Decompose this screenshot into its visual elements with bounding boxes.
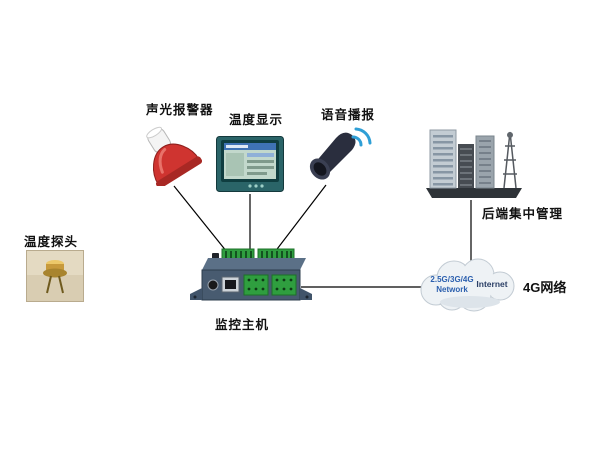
ethernet-port-icon [221, 276, 240, 293]
cloud-internet-text: Internet [476, 279, 507, 289]
host-label: 监控主机 [215, 318, 270, 332]
line-host-to-voice [270, 184, 327, 258]
siren-strobe-icon [138, 122, 202, 186]
cloud-icon: 2.5G/3G/4G Network Internet [412, 252, 527, 316]
controller-device-icon [188, 248, 322, 310]
temperature-sensor-photo [26, 250, 84, 302]
cloud-network-text-line2: Network [436, 285, 468, 294]
cloud-network-text-line1: 2.5G/3G/4G [430, 275, 473, 284]
power-jack-icon [207, 279, 219, 291]
display-label: 温度显示 [229, 113, 284, 127]
line-host-to-alarm [173, 185, 232, 258]
voice-label: 语音播报 [321, 108, 376, 122]
network-label: 4G网络 [523, 280, 567, 295]
terminal-block-front [243, 274, 297, 296]
city-buildings-icon [424, 126, 524, 202]
antenna-tower-icon [503, 131, 517, 189]
probe-label: 温度探头 [24, 235, 79, 249]
lcd-monitor-icon [216, 136, 284, 194]
backend-label: 后端集中管理 [482, 207, 564, 221]
wifi-waves-icon [351, 127, 372, 147]
speaker-wifi-icon [300, 124, 374, 186]
alarm-label: 声光报警器 [146, 103, 214, 117]
